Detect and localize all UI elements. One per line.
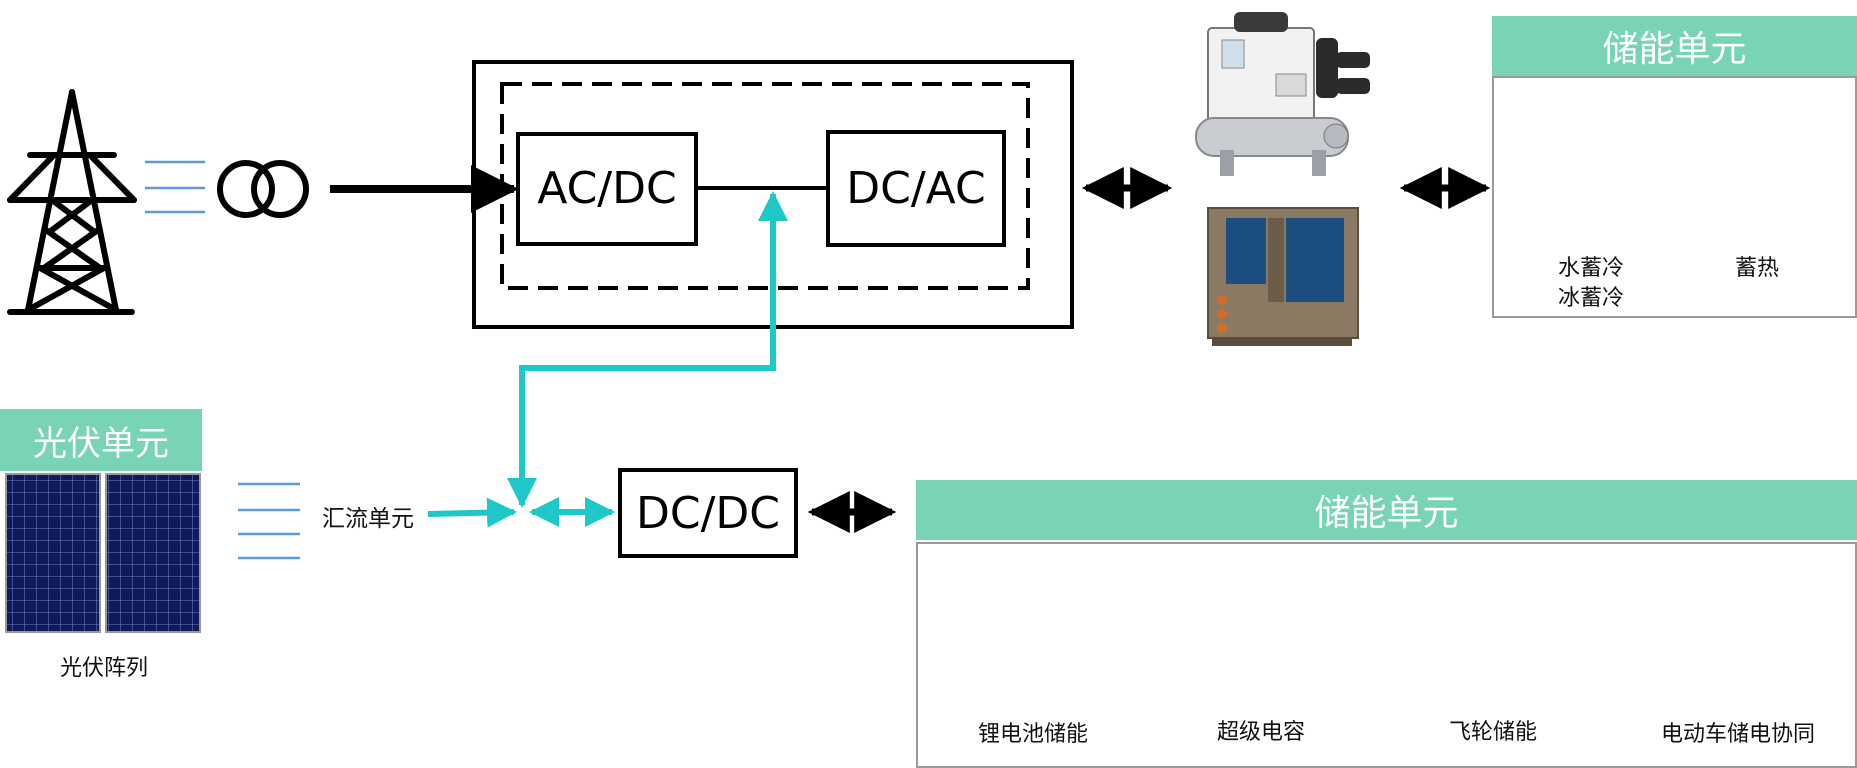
- electric-item-4-label: 电动车储电协同: [1660, 722, 1815, 747]
- grid-lines: [145, 160, 205, 214]
- pv-unit-header: 光伏单元: [0, 409, 202, 471]
- pv-to-dcbus-flow: [519, 191, 788, 372]
- power-tower-icon: [7, 89, 137, 315]
- electric-storage-header: 储能单元: [916, 480, 1857, 540]
- heat-pump-icon: [1207, 207, 1359, 346]
- thermal-item-1-line2: 冰蓄冷: [1557, 286, 1624, 311]
- electric-item-1-label: 锂电池储能: [977, 722, 1088, 747]
- dcdc-box: [618, 468, 798, 558]
- combiner-to-junction-flow: [427, 497, 517, 528]
- chiller-unit-icon: [1195, 12, 1370, 176]
- electric-item-3-label: 飞轮储能: [1448, 720, 1537, 745]
- electric-storage-frame: [916, 542, 1857, 768]
- electric-storage-header-text: 储能单元: [1314, 493, 1459, 534]
- thermal-storage-header-text: 储能单元: [1602, 29, 1747, 70]
- pv-unit-header-text: 光伏单元: [33, 423, 169, 464]
- solar-panel-icon: [5, 473, 201, 633]
- pv-array-label: 光伏阵列: [59, 656, 148, 681]
- transformer-icon: [217, 160, 309, 218]
- thermal-item-1-label: 水蓄冷 冰蓄冷: [1534, 254, 1648, 314]
- acdc-label: AC/DC: [537, 163, 676, 214]
- thermal-item-2-label: 蓄热: [1734, 256, 1779, 281]
- combiner-lines: [238, 482, 300, 560]
- thermal-storage-frame: [1492, 76, 1857, 318]
- electric-item-2-label: 超级电容: [1216, 720, 1305, 745]
- dcdc-label: DC/DC: [636, 488, 780, 539]
- thermal-storage-header: 储能单元: [1492, 16, 1857, 76]
- thermal-item-1-line1: 水蓄冷: [1557, 256, 1624, 281]
- combiner-label: 汇流单元: [322, 506, 414, 532]
- converter-dashed-box: [500, 82, 1030, 290]
- dcac-label: DC/AC: [846, 163, 985, 214]
